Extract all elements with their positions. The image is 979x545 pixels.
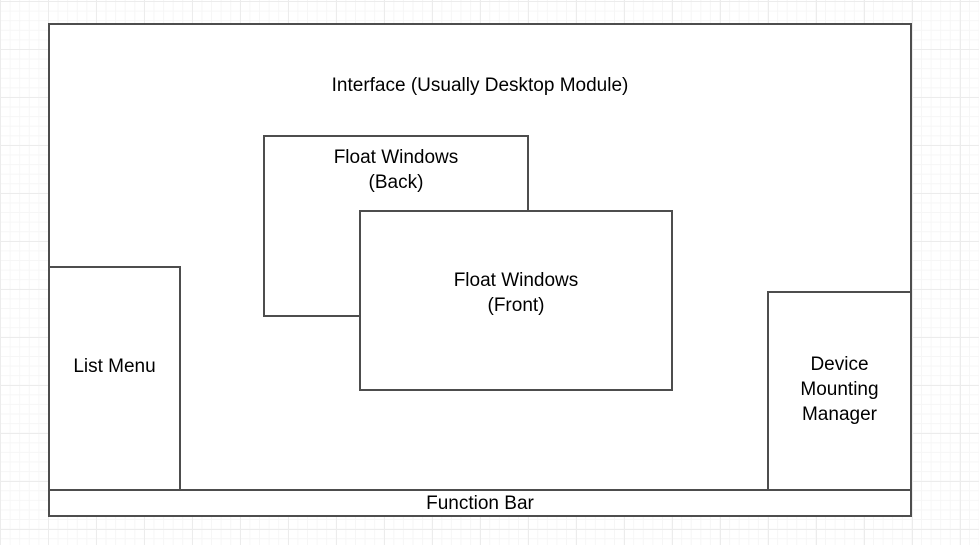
- float-window-back-label: Float Windows (Back): [333, 147, 459, 193]
- list-menu-box[interactable]: List Menu: [48, 266, 181, 491]
- device-mounting-manager-label: Device Mounting Manager: [800, 353, 879, 425]
- device-mounting-manager-box[interactable]: Device Mounting Manager: [767, 291, 912, 491]
- float-window-front-box[interactable]: Float Windows (Front): [359, 210, 673, 391]
- function-bar-box[interactable]: Function Bar: [48, 489, 912, 517]
- list-menu-label: List Menu: [73, 356, 156, 377]
- function-bar-label: Function Bar: [426, 492, 534, 514]
- float-window-front-label: Float Windows (Front): [453, 270, 579, 316]
- interface-module-label: Interface (Usually Desktop Module): [331, 75, 629, 96]
